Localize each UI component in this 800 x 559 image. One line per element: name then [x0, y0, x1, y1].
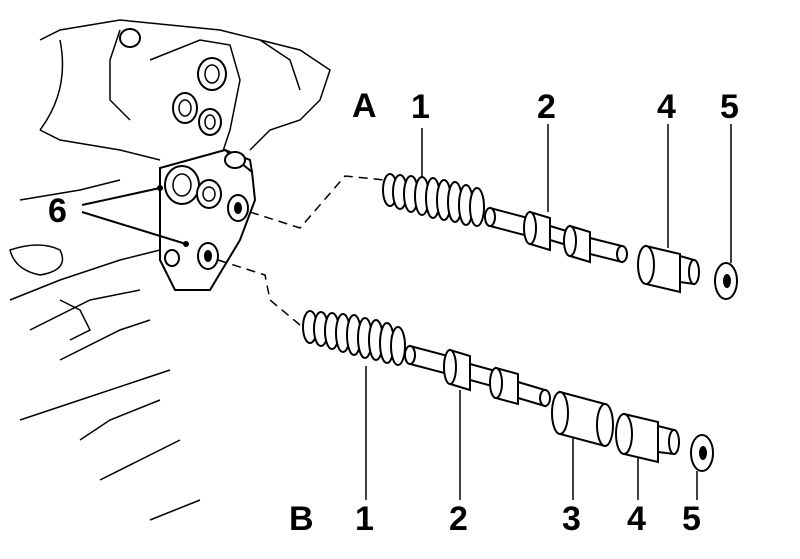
assembly-b-callout-3: 3: [562, 500, 581, 538]
assembly-a-label: A: [352, 87, 377, 125]
washer-b: [690, 434, 714, 472]
spring-b: [302, 310, 406, 366]
assembly-b-label: B: [289, 500, 314, 538]
assembly-a-callout-5: 5: [720, 88, 739, 126]
cap-a: [637, 244, 700, 294]
assembly-a-callout-2: 2: [537, 88, 556, 126]
housing-leader-lines: [81, 187, 187, 245]
assembly-a-callout-1: 1: [411, 88, 430, 126]
assembly-b-callout-4: 4: [627, 500, 646, 538]
washer-a: [714, 262, 738, 300]
alignment-lines: [217, 175, 386, 326]
assembly-b-callout-1: 1: [355, 500, 374, 538]
cap-b: [615, 412, 680, 464]
assembly-a-callout-4: 4: [657, 88, 676, 126]
assembly-b-callout-2: 2: [449, 500, 468, 538]
valve-housing: [9, 19, 331, 521]
assembly-b-callout-5: 5: [682, 500, 701, 538]
spool-b: [404, 344, 551, 408]
assembly-b: B 1 2: [289, 310, 714, 538]
sleeve-b: [551, 390, 614, 448]
spool-a: [484, 206, 628, 264]
callout-housing: 6: [48, 192, 67, 230]
assembly-a: A 1 2: [352, 87, 739, 300]
spring-a: [382, 173, 485, 227]
